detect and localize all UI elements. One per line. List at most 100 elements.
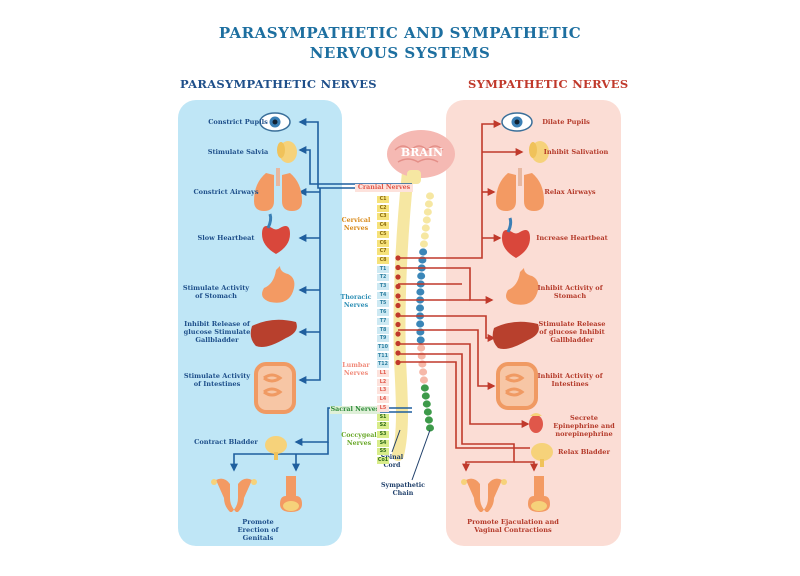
- label-promote-erection: Promote Erection of Genitals: [237, 518, 279, 542]
- sympathetic-nerve-line: [398, 329, 496, 390]
- nerve-origin-dot: [395, 312, 401, 318]
- chain-ganglion: [417, 272, 426, 280]
- label-cervical-nerves: Cervical Nerves: [341, 217, 371, 232]
- sympathetic-chain-shape: [416, 192, 434, 432]
- lungs-icon: [496, 168, 544, 211]
- nerve-origin-dot: [395, 359, 401, 366]
- sympathetic-chain-pointer: [411, 429, 431, 481]
- heart-icon: [262, 213, 290, 254]
- label-spinal-cord: Spinal Cord: [380, 454, 404, 469]
- vertebra-tag-s3: S3: [377, 430, 389, 438]
- vertebra-tag-c8: C8: [377, 256, 389, 264]
- chain-ganglion: [419, 240, 428, 248]
- vertebra-tag-c1: C1: [377, 196, 389, 203]
- label-release-glucose: Stimulate Release of glucose Inhibit Gal…: [538, 320, 606, 344]
- vertebra-tag-t12: T12: [377, 361, 389, 369]
- intestines-icon: [254, 362, 296, 414]
- nerve-origin-dot: [395, 274, 401, 280]
- vertebra-tag-t11: T11: [377, 352, 389, 360]
- lungs-icon: [254, 168, 302, 211]
- chain-ganglion: [421, 224, 430, 232]
- bladder-icon: [531, 443, 553, 467]
- chain-ganglion: [424, 200, 433, 208]
- spinal-cord-pointer: [391, 429, 401, 453]
- stomach-icon: [506, 268, 539, 305]
- label-dilate-pupils: Dilate Pupils: [542, 118, 590, 126]
- label-secrete-epinephrine: Secrete Epinephrine and norepinephrine: [553, 414, 615, 438]
- chain-ganglion: [422, 400, 431, 408]
- vertebra-tag-l1: L1: [377, 370, 389, 377]
- nerve-origin-dot: [395, 264, 401, 271]
- bladder-icon: [265, 436, 287, 460]
- sympathetic-lines: [395, 120, 538, 472]
- label-constrict-pupils: Constrict Pupils: [208, 118, 268, 126]
- label-relax-airways: Relax Airways: [544, 188, 596, 196]
- chain-ganglion: [426, 192, 434, 200]
- chain-ganglion: [416, 320, 425, 328]
- label-promote-ejaculation: Promote Ejaculation and Vaginal Contract…: [467, 518, 559, 534]
- chain-ganglion: [416, 288, 425, 296]
- chain-ganglion: [419, 248, 428, 256]
- vertebra-tag-l5: L5: [377, 404, 389, 412]
- vertebra-tag-t5: T5: [377, 300, 389, 308]
- liver-icon: [492, 321, 539, 349]
- vertebra-tag-s4: S4: [377, 439, 389, 447]
- sympathetic-nerve-line: [398, 120, 502, 259]
- sympathetic-header: SYMPATHETIC NERVES: [468, 77, 629, 91]
- vertebra-tag-t1: T1: [377, 265, 389, 273]
- nerve-origin-dot: [395, 255, 401, 261]
- brain-icon: [387, 130, 455, 184]
- nerve-origin-dot: [395, 302, 401, 309]
- page-title-line2: NERVOUS SYSTEMS: [309, 44, 491, 62]
- label-inhibit-salivation: Inhibit Salivation: [543, 148, 609, 156]
- sympathetic-nerve-line: [398, 343, 530, 428]
- chain-ganglion: [416, 304, 425, 312]
- sympathetic-nerve-line: [398, 267, 494, 304]
- label-gallbladder: Inhibit Release of glucose Stimulate Gal…: [183, 320, 251, 344]
- nerve-origin-dot: [395, 350, 401, 356]
- salivary-gland-icon: [529, 141, 549, 163]
- label-inhibit-intestines: Inhibit Activity of Intestines: [537, 372, 603, 388]
- vertebra-tag-c5: C5: [377, 230, 389, 238]
- vertebra-tag-t10: T10: [377, 343, 389, 351]
- vertebra-tag-co1: Co1: [377, 457, 389, 464]
- heart-icon: [502, 217, 530, 258]
- chain-ganglion: [423, 408, 432, 416]
- vertebra-tag-c2: C2: [377, 204, 389, 212]
- page-title-line1: PARASYMPATHETIC AND SYMPATHETIC: [218, 24, 582, 42]
- label-relax-bladder: Relax Bladder: [558, 448, 610, 456]
- vertebra-tag-t4: T4: [377, 291, 389, 299]
- nerve-origin-dot: [395, 321, 401, 328]
- spinal-cord-shape: [392, 166, 414, 461]
- eye-icon: [259, 112, 291, 132]
- salivary-gland-icon: [277, 141, 297, 163]
- vertebra-tag-l2: L2: [377, 378, 389, 386]
- intestines-icon: [496, 362, 538, 410]
- label-coccygeal-nerves: Coccygeal Nerves: [341, 432, 377, 447]
- vertebra-tag-t2: T2: [377, 274, 389, 282]
- label-constrict-airways: Constrict Airways: [193, 188, 259, 196]
- label-increase-heartbeat: Increase Heartbeat: [536, 234, 608, 242]
- nerve-origin-dot: [395, 293, 401, 299]
- label-cranial-nerves: Cranial Nerves: [355, 184, 413, 192]
- adrenal-gland-icon: [529, 413, 543, 433]
- liver-icon: [250, 319, 297, 347]
- chain-ganglion: [426, 424, 434, 432]
- label-stimulate-salvia: Stimulate Salvia: [207, 148, 269, 156]
- female-reproductive-icon: [461, 478, 507, 512]
- vertebra-tag-t7: T7: [377, 317, 389, 325]
- stomach-icon: [262, 266, 295, 303]
- label-inhibit-stomach: Inhibit Activity of Stomach: [537, 284, 603, 300]
- brain-label: BRAIN: [400, 146, 444, 159]
- chain-ganglion: [423, 208, 432, 216]
- label-thoracic-nerves: Thoracic Nerves: [340, 294, 372, 309]
- vertebra-tag-s1: S1: [377, 413, 389, 421]
- chain-ganglion: [416, 336, 425, 344]
- vertebra-tag-t8: T8: [377, 326, 389, 334]
- label-sympathetic-chain: Sympathetic Chain: [381, 482, 425, 497]
- vertebra-tag-t3: T3: [377, 283, 389, 290]
- female-reproductive-icon: [211, 478, 257, 512]
- label-lumbar-nerves: Lumbar Nerves: [342, 362, 370, 377]
- parasympathetic-header: PARASYMPATHETIC NERVES: [180, 77, 377, 91]
- label-contract-bladder: Contract Bladder: [194, 438, 258, 446]
